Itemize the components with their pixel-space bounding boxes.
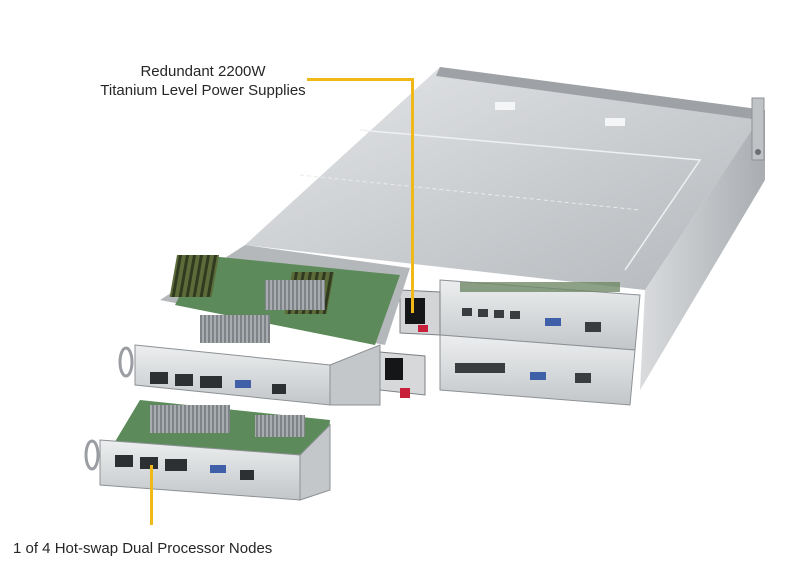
psu-callout-line1: Redundant 2200W [140,63,266,80]
psu-release-tab [418,325,428,332]
node-callout-label: 1 of 4 Hot-swap Dual Processor Nodes [13,540,273,557]
psu-callout-leader-vertical [411,78,414,313]
psu-callout-line2: Titanium Level Power Supplies [100,82,306,99]
psu-callout-leader-horizontal [307,78,413,81]
node-2-extended [84,400,331,501]
chassis-side-panel [640,97,765,390]
node-1-extended [118,245,410,406]
psu-callout-label: Redundant 2200W Titanium Level Power Sup… [0,62,406,100]
rack-ear [751,97,765,161]
node-callout-leader [150,465,153,525]
chassis-top-cover [245,67,765,290]
node-bays-right [439,279,641,406]
psu-release-tab [400,388,410,398]
power-supply-units [379,289,441,398]
